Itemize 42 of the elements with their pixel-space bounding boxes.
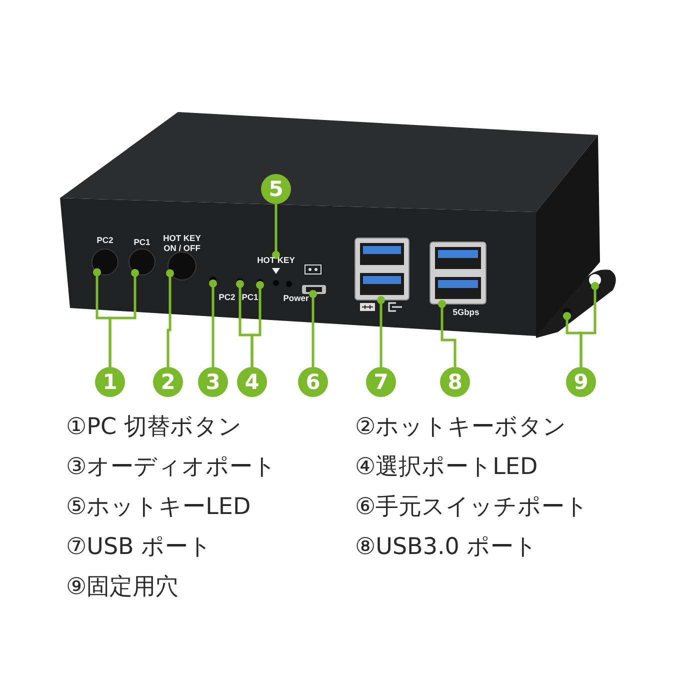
panel-label: PC1 — [242, 293, 258, 303]
callout-number: 8 — [440, 367, 470, 397]
legend-text: ⑦USB ポート — [66, 534, 212, 562]
callout-number: 2 — [153, 367, 183, 397]
legend-text: ③オーディオポート — [66, 454, 277, 482]
panel-label: PC2 — [96, 236, 114, 246]
audio-jack — [210, 276, 216, 284]
legend-text: ⑥手元スイッチポート — [355, 494, 589, 522]
panel-label: PC2 — [218, 293, 236, 303]
panel-label: HOT KEY — [257, 256, 295, 266]
push-button — [92, 248, 118, 276]
push-button — [128, 248, 156, 276]
callout-number: 3 — [198, 367, 228, 397]
leader-line — [209, 280, 217, 367]
mounting-hole — [563, 308, 571, 316]
callout-number: 9 — [566, 367, 596, 397]
callout-number: 1 — [95, 367, 125, 397]
legend-text: ②ホットキーボタン — [355, 414, 567, 442]
panel-label: Power — [283, 294, 309, 304]
callout-number: 4 — [237, 367, 267, 397]
leader-line — [580, 282, 599, 367]
panel-label: PC1 — [134, 238, 150, 248]
leader-line — [108, 268, 139, 367]
leader-line — [272, 204, 280, 259]
push-button — [168, 252, 196, 280]
legend-text: ①PC 切替ボタン — [66, 414, 242, 442]
legend-text: ⑨固定用穴 — [66, 574, 179, 602]
leader-line — [309, 290, 317, 367]
callout-number: 6 — [298, 367, 328, 397]
leader-line — [250, 281, 264, 367]
legend-text: ⑤ホットキーLED — [66, 494, 251, 522]
leader-line — [166, 269, 174, 367]
usb-port — [430, 242, 486, 304]
panel-label: HOT KEY ON / OFF — [162, 234, 202, 254]
mounting-hole — [589, 274, 601, 286]
callout-number: 7 — [366, 367, 396, 397]
panel-label: 5Gbps — [452, 308, 480, 318]
leader-line — [377, 296, 385, 367]
leader-line — [438, 300, 456, 367]
usb-port — [354, 238, 410, 300]
legend-text: ⑧USB3.0 ポート — [355, 534, 538, 562]
legend-text: ④選択ポートLED — [355, 454, 538, 482]
